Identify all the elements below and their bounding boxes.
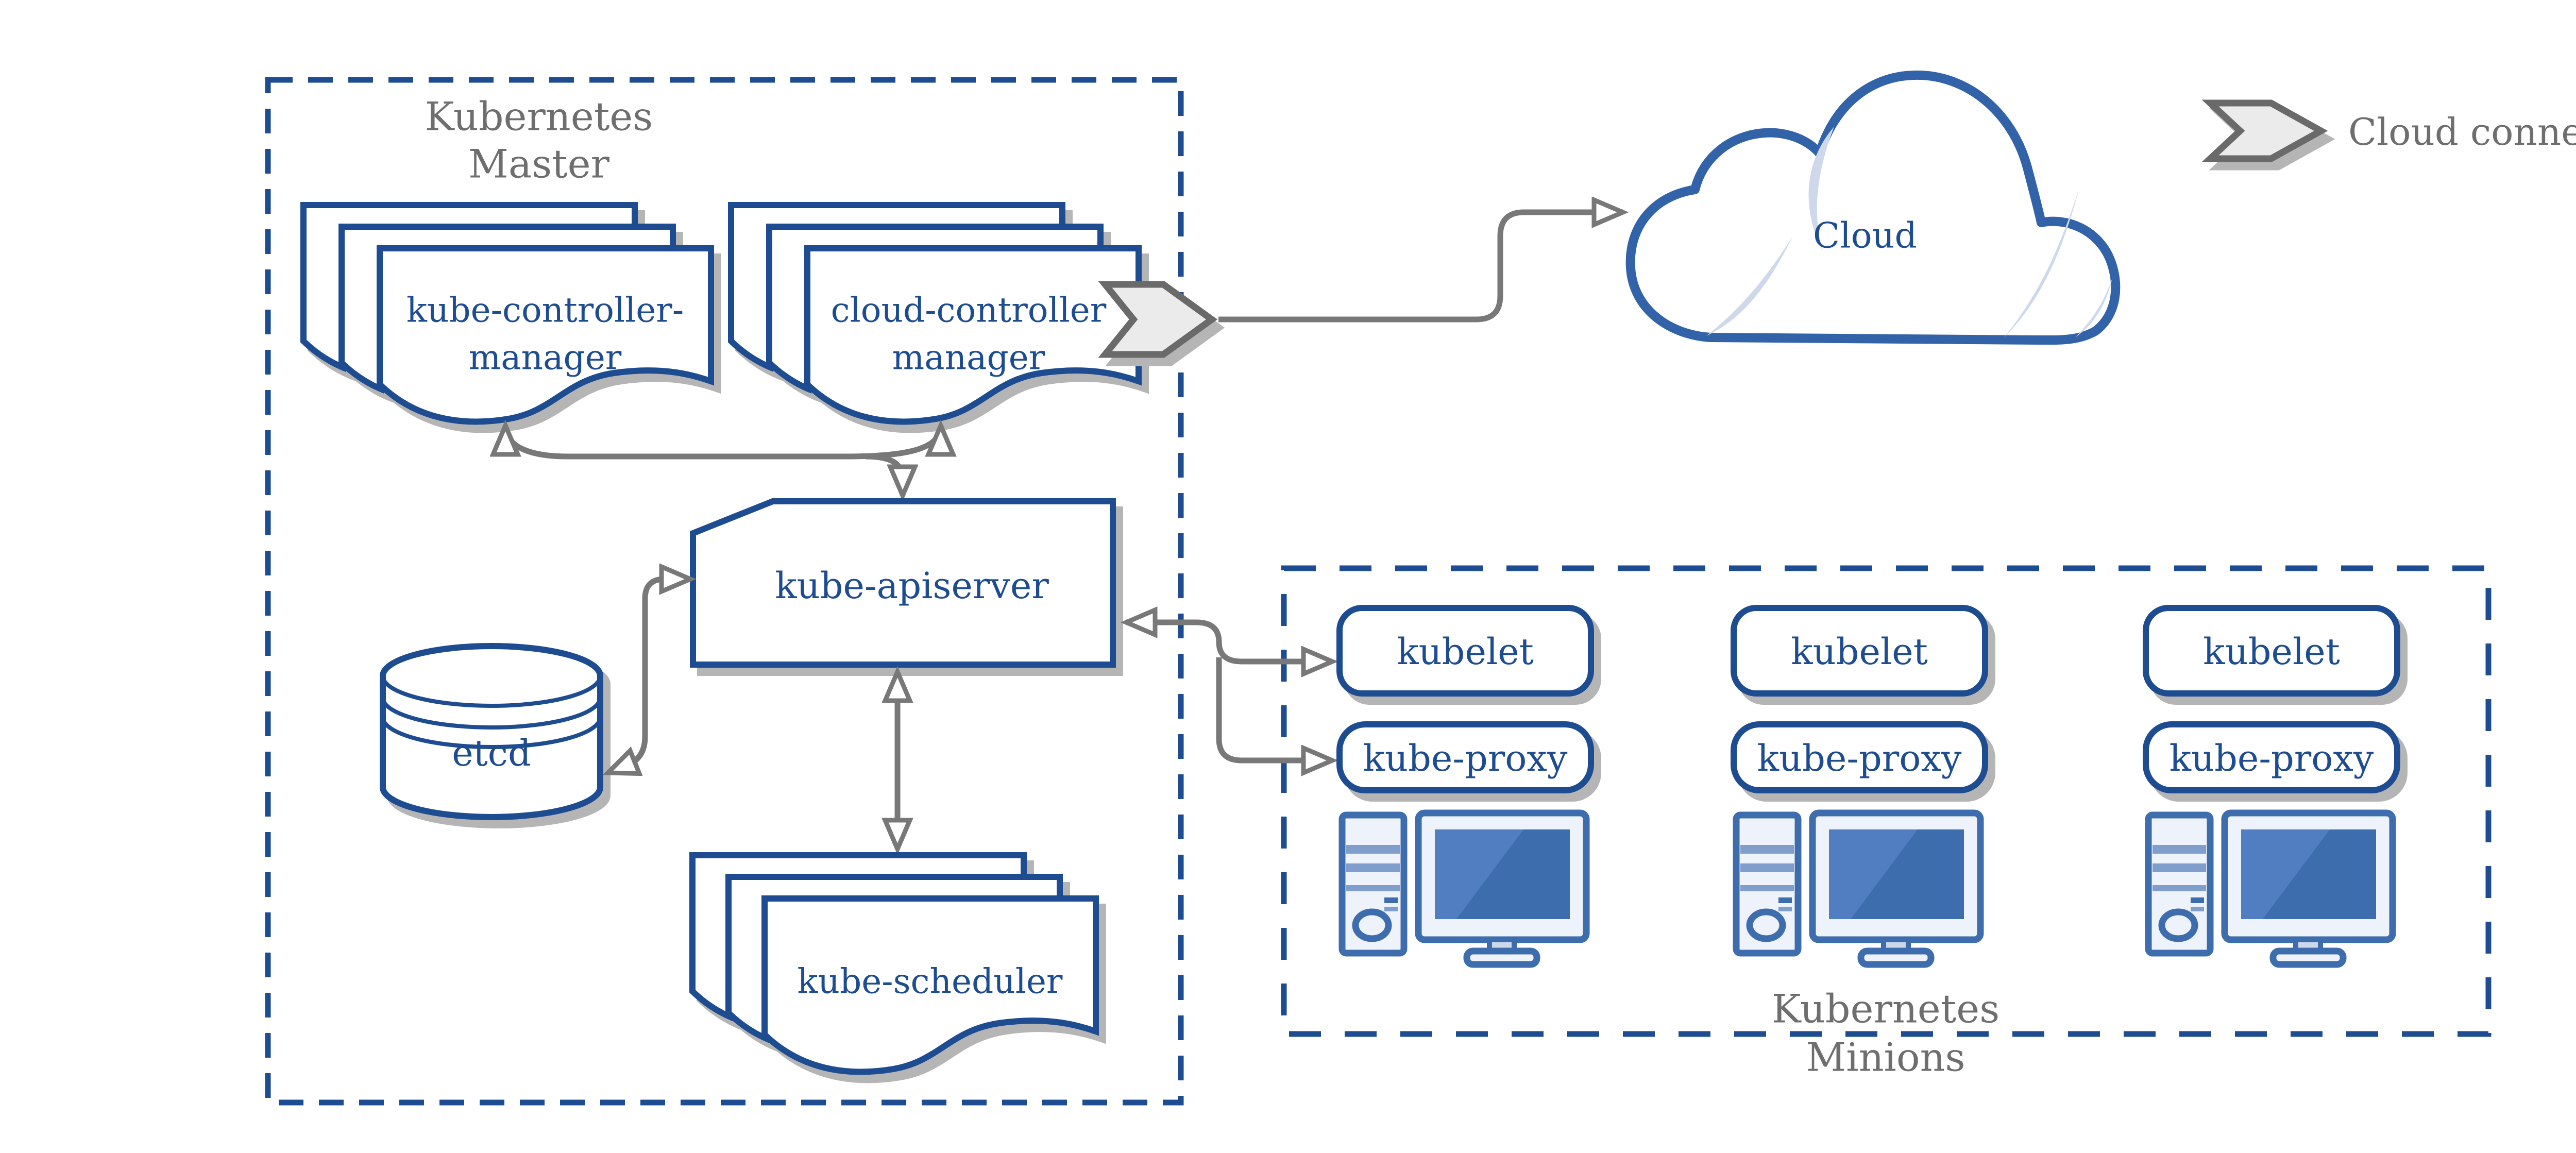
arrow-controllers-apiserver-left bbox=[505, 426, 845, 460]
arrow-apiserver-kubeproxy bbox=[1216, 657, 1332, 760]
master-title-line1: Kubernetes bbox=[425, 94, 653, 140]
arrow-controllers-apiserver-down bbox=[865, 453, 903, 496]
kube-apiserver-node: kube-apiserver bbox=[690, 498, 1116, 668]
cloud-controller-manager-node: cloud-controller manager bbox=[731, 205, 1139, 421]
cloud-controller-manager-label-line1: cloud-controller bbox=[831, 291, 1107, 330]
kube-proxy-label: kube-proxy bbox=[2170, 737, 2374, 779]
kube-apiserver-label: kube-apiserver bbox=[775, 565, 1049, 607]
minion-column-3: kubelet kube-proxy bbox=[2143, 605, 2400, 964]
master-title-line2: Master bbox=[468, 141, 610, 187]
kube-controller-manager-label-line1: kube-controller- bbox=[406, 291, 684, 330]
kubelet-label: kubelet bbox=[1791, 631, 1928, 673]
kubelet-label: kubelet bbox=[2203, 631, 2340, 673]
kube-controller-manager-node: kube-controller- manager bbox=[303, 205, 711, 421]
document-stack-icon bbox=[380, 248, 711, 421]
kubelet-node bbox=[1336, 605, 1594, 697]
legend-label: Cloud connector bbox=[2348, 110, 2576, 154]
kube-proxy-label: kube-proxy bbox=[1363, 737, 1568, 779]
kube-scheduler-node: kube-scheduler bbox=[692, 855, 1096, 1072]
document-stack-icon bbox=[807, 248, 1139, 421]
computer-icon bbox=[2148, 813, 2393, 964]
cloud-node: Cloud bbox=[1625, 70, 2121, 345]
legend-chevron-icon bbox=[2201, 99, 2328, 162]
cylinder-ring bbox=[381, 697, 602, 730]
cloud-connector-chevron-icon bbox=[1098, 281, 1218, 358]
minion-column-2: kubelet kube-proxy bbox=[1731, 605, 1988, 964]
cloud-label: Cloud bbox=[1813, 216, 1917, 257]
arrow-cloudcontroller-cloud bbox=[1218, 212, 1623, 323]
minion-column-1: kubelet kube-proxy bbox=[1336, 605, 1594, 964]
kube-apiserver-box bbox=[690, 498, 1116, 668]
arrow-apiserver-kubelet bbox=[1126, 622, 1332, 662]
database-cylinder-icon bbox=[380, 643, 603, 820]
cloud-shape-icon bbox=[1625, 70, 2121, 345]
cylinder-ring bbox=[381, 717, 602, 749]
etcd-label: etcd bbox=[452, 732, 531, 774]
computer-icon bbox=[1342, 813, 1586, 964]
kube-proxy-node bbox=[1731, 721, 1988, 793]
arrow-apiserver-etcd bbox=[608, 579, 690, 773]
legend: Cloud connector bbox=[2201, 99, 2576, 162]
kube-controller-manager-label-line2: manager bbox=[469, 338, 622, 378]
kube-scheduler-label: kube-scheduler bbox=[798, 962, 1063, 1002]
cylinder-ring bbox=[381, 675, 602, 708]
computer-icon bbox=[1736, 813, 1980, 964]
kubelet-node bbox=[1731, 605, 1988, 697]
minions-title-line2: Minions bbox=[1806, 1035, 1965, 1080]
kubelet-node bbox=[2143, 605, 2400, 697]
cloud-highlight bbox=[1808, 127, 1834, 251]
master-boundary bbox=[265, 77, 1184, 1106]
etcd-node: etcd bbox=[380, 643, 603, 820]
kube-proxy-node bbox=[2143, 721, 2400, 793]
cloud-controller-manager-label-line2: manager bbox=[892, 338, 1045, 378]
arrow-controllers-apiserver-right bbox=[844, 426, 941, 460]
kube-proxy-label: kube-proxy bbox=[1757, 737, 1962, 779]
kubelet-label: kubelet bbox=[1397, 631, 1534, 673]
minions-title-line1: Kubernetes bbox=[1772, 986, 1999, 1032]
kube-proxy-node bbox=[1336, 721, 1594, 793]
